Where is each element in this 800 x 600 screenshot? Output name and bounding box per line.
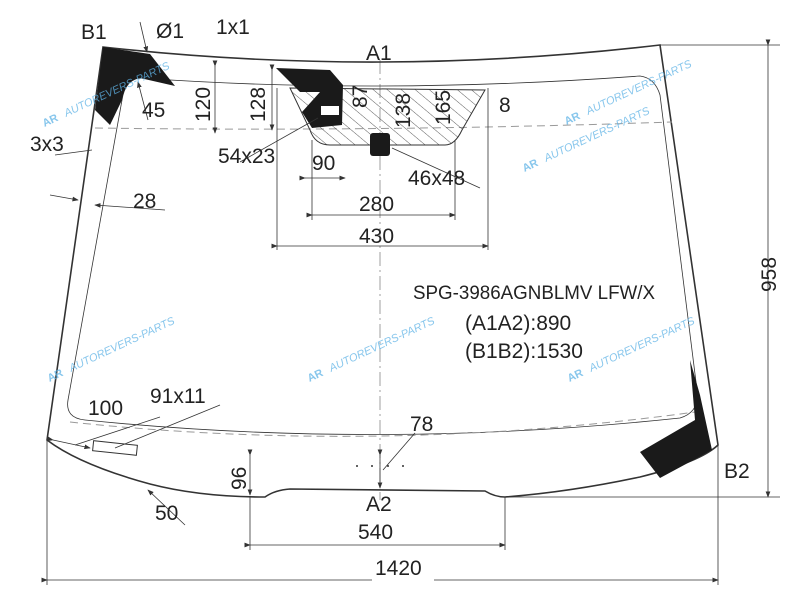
black-print-b2 [640, 360, 712, 478]
dim-430: 430 [359, 225, 394, 248]
b1b2-distance: (B1B2):1530 [465, 340, 583, 363]
dim-96: 96 [228, 467, 251, 490]
point-a2: A2 [366, 493, 392, 516]
dim-28: 28 [133, 190, 156, 213]
dim-540: 540 [358, 521, 393, 544]
dim-91x11: 91x11 [150, 385, 206, 408]
pad-46x48 [370, 133, 390, 156]
dim-138: 138 [392, 93, 415, 128]
dim-54x23: 54x23 [218, 145, 275, 168]
watermark-logo: AR [306, 367, 326, 385]
dim-3x3: 3x3 [30, 133, 64, 156]
watermark-text: AUTOREVERS-PARTS [66, 315, 177, 375]
dim-90: 90 [312, 152, 335, 175]
dim-78: 78 [410, 413, 433, 436]
watermark-logo: AR [46, 367, 66, 385]
dim-120: 120 [192, 87, 215, 122]
dim-165: 165 [432, 90, 455, 125]
dim-46x48: 46x48 [408, 167, 465, 190]
a1a2-distance: (A1A2):890 [465, 312, 571, 335]
dimension-lines [41, 21, 780, 585]
opening-91x11 [92, 440, 138, 456]
black-print-b1 [95, 47, 175, 125]
dots-marker [356, 465, 404, 467]
watermark-logo: AR [521, 157, 541, 175]
dim-1420: 1420 [375, 557, 422, 580]
glass-outline [46, 44, 719, 498]
print-border-inner [67, 75, 698, 435]
dim-1x1: 1x1 [216, 16, 250, 39]
watermark-text: AUTOREVERS-PARTS [586, 315, 697, 375]
watermark-logo: AR [566, 367, 586, 385]
dim-100: 100 [88, 397, 123, 420]
dim-8: 8 [499, 94, 511, 117]
point-a1: A1 [366, 42, 392, 65]
dim-280: 280 [359, 193, 394, 216]
dim-45: 45 [142, 99, 165, 122]
dim-50: 50 [155, 502, 178, 525]
watermark-text: AUTOREVERS-PARTS [326, 315, 437, 375]
dim-958: 958 [758, 257, 781, 292]
dim-87: 87 [349, 85, 372, 108]
visible-area-line-bottom [69, 411, 696, 437]
part-code: SPG-3986AGNBLMV LFW/X [413, 283, 655, 304]
point-b2: B2 [724, 460, 750, 483]
opening-54x23 [321, 106, 339, 115]
dim-128: 128 [247, 87, 270, 122]
dim-hole-diameter: Ø1 [156, 20, 184, 43]
point-b1: B1 [81, 21, 107, 44]
watermark-logo: AR [41, 112, 61, 130]
